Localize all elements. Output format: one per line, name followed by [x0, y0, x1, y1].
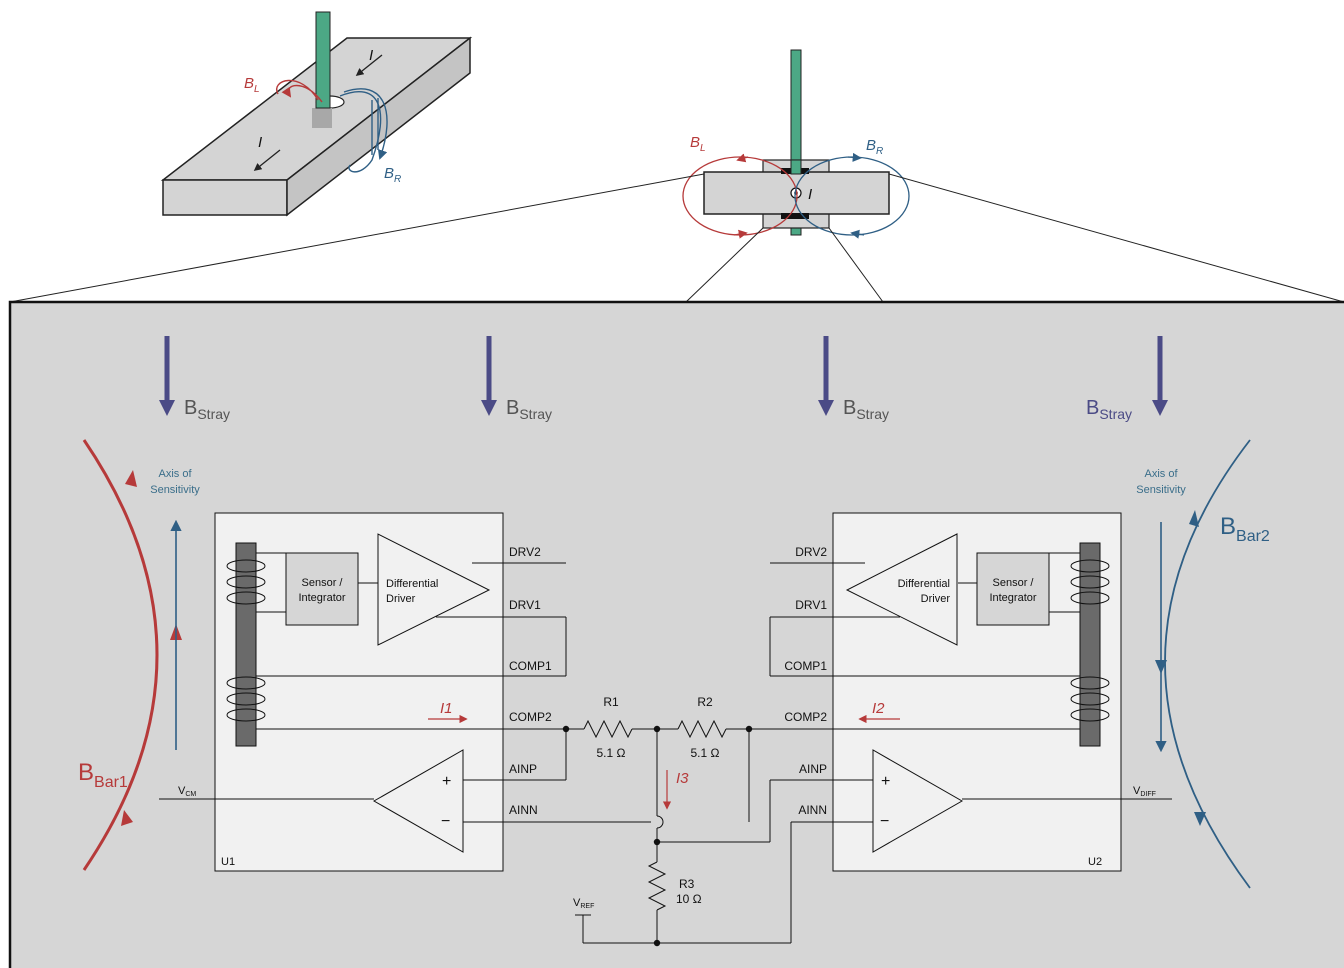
r2-zigzag [677, 719, 727, 739]
u2-axis-label-2: Sensitivity [1136, 484, 1186, 496]
cross-field-label-right: BR [866, 137, 883, 157]
current-arrow-bottom [253, 149, 281, 171]
current-label-bottom: I [258, 134, 262, 151]
pcb-top-segment [790, 159, 802, 175]
u2-sensor-label-2: Integrator [989, 592, 1036, 604]
pcb-strip [315, 11, 331, 109]
u1-coils [226, 559, 266, 722]
i3-label: I3 [676, 770, 689, 787]
field-lines-right [339, 88, 387, 173]
u1-axis-label-2: Sensitivity [150, 484, 200, 496]
field-label-right: BR [384, 165, 401, 185]
u2-pin-drv1: DRV1 [795, 598, 827, 612]
vcm-label: VCM [178, 785, 196, 798]
u1-sensor-box [285, 552, 359, 626]
r1-value: 5.1 Ω [597, 746, 626, 760]
u2-driver-label-1: Differential [898, 578, 950, 590]
zoomed-panel [8, 300, 1344, 968]
u1-amp-triangle [372, 749, 464, 853]
busbar-front-face [162, 179, 288, 216]
cross-field-label-left: BL [690, 134, 706, 154]
u1-amp-plus: + [442, 773, 451, 790]
zoom-lines [9, 173, 1344, 303]
junction-dots [562, 725, 753, 947]
r2-name: R2 [697, 695, 713, 709]
u2-amp-minus: − [880, 813, 889, 830]
u2-driver-label-2: Driver [921, 593, 951, 605]
r1-zigzag [583, 719, 633, 739]
u1-driver-label-1: Differential [386, 578, 438, 590]
u2-amp-plus: + [881, 773, 890, 790]
r3-zigzag [647, 861, 667, 911]
sensor-chip-bottom [781, 213, 809, 219]
field-loop-right-arrow-top [847, 152, 862, 162]
u1-core [235, 542, 257, 747]
field-lines-left [276, 79, 323, 102]
u2-sensor-label-1: Sensor / [993, 577, 1035, 589]
u2-coils [1070, 559, 1110, 722]
u2-core [1079, 542, 1101, 747]
i2-label: I2 [872, 700, 885, 717]
u2-pin-ainn: AINN [798, 803, 827, 817]
u1-sensor-label-2: Integrator [298, 592, 345, 604]
bar2-field: BBar2 Axis of Sensitivity [1136, 439, 1270, 889]
u1-amp-minus: − [441, 813, 450, 830]
r1-name: R1 [603, 695, 619, 709]
stray-label-1: BStray [184, 397, 230, 422]
u2-axis-label-1: Axis of [1144, 468, 1178, 480]
cross-section-pcb-strip [790, 49, 802, 236]
u2-pin-comp1: COMP1 [784, 659, 827, 673]
vdiff-label: VDIFF [1133, 785, 1156, 798]
u2-pin-drv2: DRV2 [795, 545, 827, 559]
u2-chip: U2 Sensor / Integrator Differential Driv… [749, 512, 1172, 872]
i1-label: I1 [440, 700, 453, 717]
u1-sensor-label-1: Sensor / [302, 577, 344, 589]
bar1-label: BBar1 [78, 759, 128, 791]
current-label-top: I [369, 47, 373, 64]
pcb-below-bar [312, 108, 332, 128]
cross-section-current-label: I [808, 186, 812, 203]
u1-pin-comp2: COMP2 [509, 710, 552, 724]
stray-label-2: BStray [506, 397, 552, 422]
busbar-cross-section: I BL BR [682, 49, 910, 239]
current-arrow-top [355, 54, 383, 76]
u1-driver-label-2: Driver [386, 593, 416, 605]
u1-pin-ainn: AINN [509, 803, 538, 817]
field-loop-left-arrow-top [736, 153, 749, 163]
u1-name: U1 [221, 856, 235, 868]
resistor-network [566, 719, 792, 944]
field-loop-right-arrow-bottom [850, 229, 865, 239]
u1-chip: U1 Sensor / Integrator Differential [159, 512, 651, 872]
vref-label: VREF [573, 897, 594, 910]
stray-label-3: BStray [843, 397, 889, 422]
r2-value: 5.1 Ω [691, 746, 720, 760]
u1-driver-triangle [377, 533, 491, 646]
u1-pin-ainp: AINP [509, 762, 537, 776]
u1-pin-drv2: DRV2 [509, 545, 541, 559]
u2-pin-comp2: COMP2 [784, 710, 827, 724]
u2-sensor-box [976, 552, 1050, 626]
u1-pin-comp1: COMP1 [509, 659, 552, 673]
bar2-label: BBar2 [1220, 513, 1270, 545]
u2-pin-ainp: AINP [799, 762, 827, 776]
busbar-3d-illustration: I I BL BR [160, 11, 473, 217]
bar1-field: BBar1 Axis of Sensitivity [78, 439, 200, 871]
field-loop-left-arrow-bottom [733, 229, 748, 239]
u1-pin-drv1: DRV1 [509, 598, 541, 612]
field-label-left: BL [244, 75, 260, 95]
r3-name: R3 [679, 877, 695, 891]
u2-name: U2 [1088, 856, 1102, 868]
u2-amp-triangle [872, 749, 964, 853]
u1-axis-label-1: Axis of [158, 468, 192, 480]
u2-driver-triangle [845, 533, 958, 646]
stray-label-4: BStray [1086, 397, 1132, 422]
stray-field-arrows: BStray BStray BStray BStray [159, 336, 1168, 422]
r3-value: 10 Ω [676, 892, 702, 906]
